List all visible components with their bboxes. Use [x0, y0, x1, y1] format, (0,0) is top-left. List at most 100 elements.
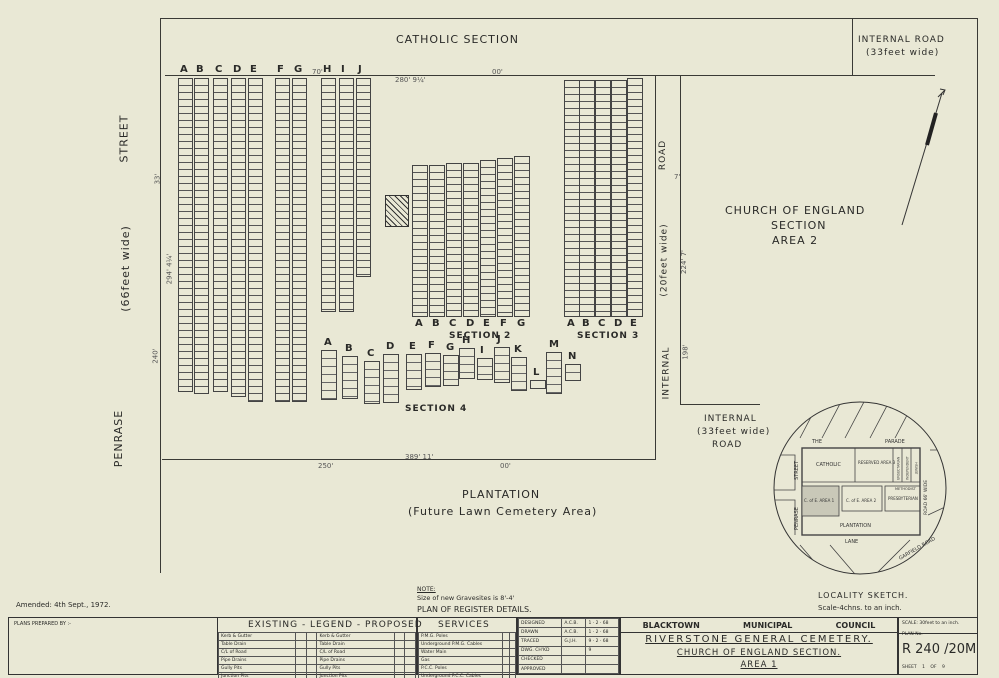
legend-cell: [295, 632, 307, 641]
section-2-label: SECTION 2: [449, 331, 512, 341]
council-title-box: BLACKTOWN MUNICIPAL COUNCIL RIVERSTONE G…: [620, 617, 898, 675]
catholic-section-label: CATHOLIC SECTION: [396, 33, 520, 46]
council-word-3: COUNCIL: [835, 620, 876, 630]
grave-column: [356, 78, 371, 277]
top-border: [160, 18, 978, 19]
grave-block: [406, 354, 422, 390]
legend-cell: Kerb & Gutter: [316, 632, 395, 641]
sketch-independent: INDEPENDENT: [906, 455, 910, 480]
signoff-initials: A.C.B.: [561, 627, 587, 638]
legend-cell: [508, 672, 517, 678]
grave-block: [494, 347, 510, 383]
road-width-label: (20feet wide): [659, 223, 670, 297]
column-letter: I: [341, 64, 345, 75]
sheet-number: SHEET 1 OF 9: [902, 665, 945, 670]
street-boundary-line: [160, 18, 161, 573]
penrase-label: PENRASE: [112, 409, 126, 468]
grave-column: [611, 80, 627, 317]
legend-cell: C/L of Road: [316, 648, 395, 657]
column-letter: F: [277, 64, 284, 75]
grave-column: [429, 165, 445, 317]
sketch-ce-area2: C. of E. AREA 2: [846, 498, 877, 503]
column-letter: E: [630, 318, 637, 329]
sketch-methodist: METHODIST: [895, 487, 917, 491]
grave-column: [480, 160, 496, 317]
dim-top-70: 70': [312, 68, 323, 76]
signoff-initials: A.C.B.: [561, 617, 587, 629]
road-line-west: [655, 75, 656, 460]
column-letter: F: [428, 340, 435, 351]
legend-cell: C/L of Road: [217, 648, 297, 657]
grave-block: [530, 380, 546, 389]
legend-cell: [404, 672, 416, 678]
legend-cell: Kerb & Gutter: [217, 632, 297, 641]
column-letter: K: [514, 344, 522, 355]
dim-left-294: 294' 4¼': [165, 253, 174, 285]
internal-road-bottom-2: (33feet wide): [697, 427, 771, 437]
legend-cell: [393, 664, 406, 673]
dim-bottom-389: 389' 11': [405, 453, 434, 461]
council-word-2: MUNICIPAL: [742, 620, 793, 630]
signoff-role: APPROVED: [517, 663, 563, 675]
grave-column: [248, 78, 263, 402]
grave-block: [477, 358, 493, 380]
dim-bottom-250: 250': [318, 462, 334, 470]
street-label: STREET: [117, 114, 131, 163]
road-line-lower: [680, 404, 760, 405]
legend-cell: [393, 672, 406, 678]
church-area2-line2: SECTION: [771, 219, 827, 232]
sketch-unsectarian: UNSECTARIAN: [897, 456, 901, 480]
legend-cell: [508, 656, 517, 665]
church-area2-line3: AREA 2: [772, 234, 819, 247]
sketch-reserved: RESERVED AREA 3: [858, 460, 896, 465]
section-4-label: SECTION 4: [405, 404, 468, 414]
grave-block: [425, 353, 441, 387]
column-letter: N: [568, 351, 577, 362]
signoff-date: [585, 654, 619, 665]
column-letter: M: [549, 339, 559, 350]
grave-column: [213, 78, 228, 392]
column-letter: J: [497, 334, 501, 345]
signoff-role: TRACED: [517, 636, 563, 647]
north-arrow-icon: [901, 88, 946, 226]
council-word-1: BLACKTOWN: [642, 620, 700, 630]
signoff-initials: [561, 645, 587, 656]
hatched-plot: [385, 195, 409, 227]
legend-cell: [393, 656, 406, 665]
legend-cell: Junction Pits: [217, 672, 297, 678]
sketch-lane: LANE: [845, 539, 858, 545]
grave-block: [342, 356, 358, 399]
locality-title: LOCALITY SKETCH.: [818, 591, 909, 600]
plan-number-box: SCALE: 30feet to an inch. PLAN No. R 240…: [898, 617, 978, 675]
scale-note: SCALE: 30feet to an inch.: [899, 618, 977, 634]
legend-cell: [404, 632, 416, 641]
column-letter: B: [432, 318, 440, 329]
grave-block: [511, 357, 527, 391]
legend-cell: [508, 632, 517, 641]
section-title: CHURCH OF ENGLAND SECTION.: [676, 648, 842, 658]
signoff-role: DESIGNED: [517, 617, 563, 629]
column-letter: H: [323, 64, 332, 75]
grave-block: [546, 352, 562, 394]
legend-cell: Gas: [417, 656, 504, 665]
plantation-label: PLANTATION: [462, 488, 541, 501]
column-letter: A: [415, 318, 423, 329]
grave-column: [446, 163, 462, 317]
column-letter: D: [386, 341, 395, 352]
legend-cell: [305, 672, 318, 678]
column-letter: G: [446, 342, 455, 353]
grave-column: [595, 80, 611, 317]
legend-cell: Junction Pits: [316, 672, 395, 678]
grave-column: [275, 78, 290, 402]
right-border: [977, 18, 978, 618]
grave-block: [364, 361, 380, 404]
legend-cell: [508, 664, 517, 673]
column-letter: B: [345, 343, 353, 354]
dim-road-7: 7': [674, 173, 681, 181]
column-letter: A: [567, 318, 575, 329]
legend-cell: [295, 656, 307, 665]
grave-block: [565, 364, 581, 381]
legend-cell: Water Main: [417, 648, 504, 657]
signoff-role: DRAWN: [517, 627, 563, 638]
legend-cell: [404, 656, 416, 665]
